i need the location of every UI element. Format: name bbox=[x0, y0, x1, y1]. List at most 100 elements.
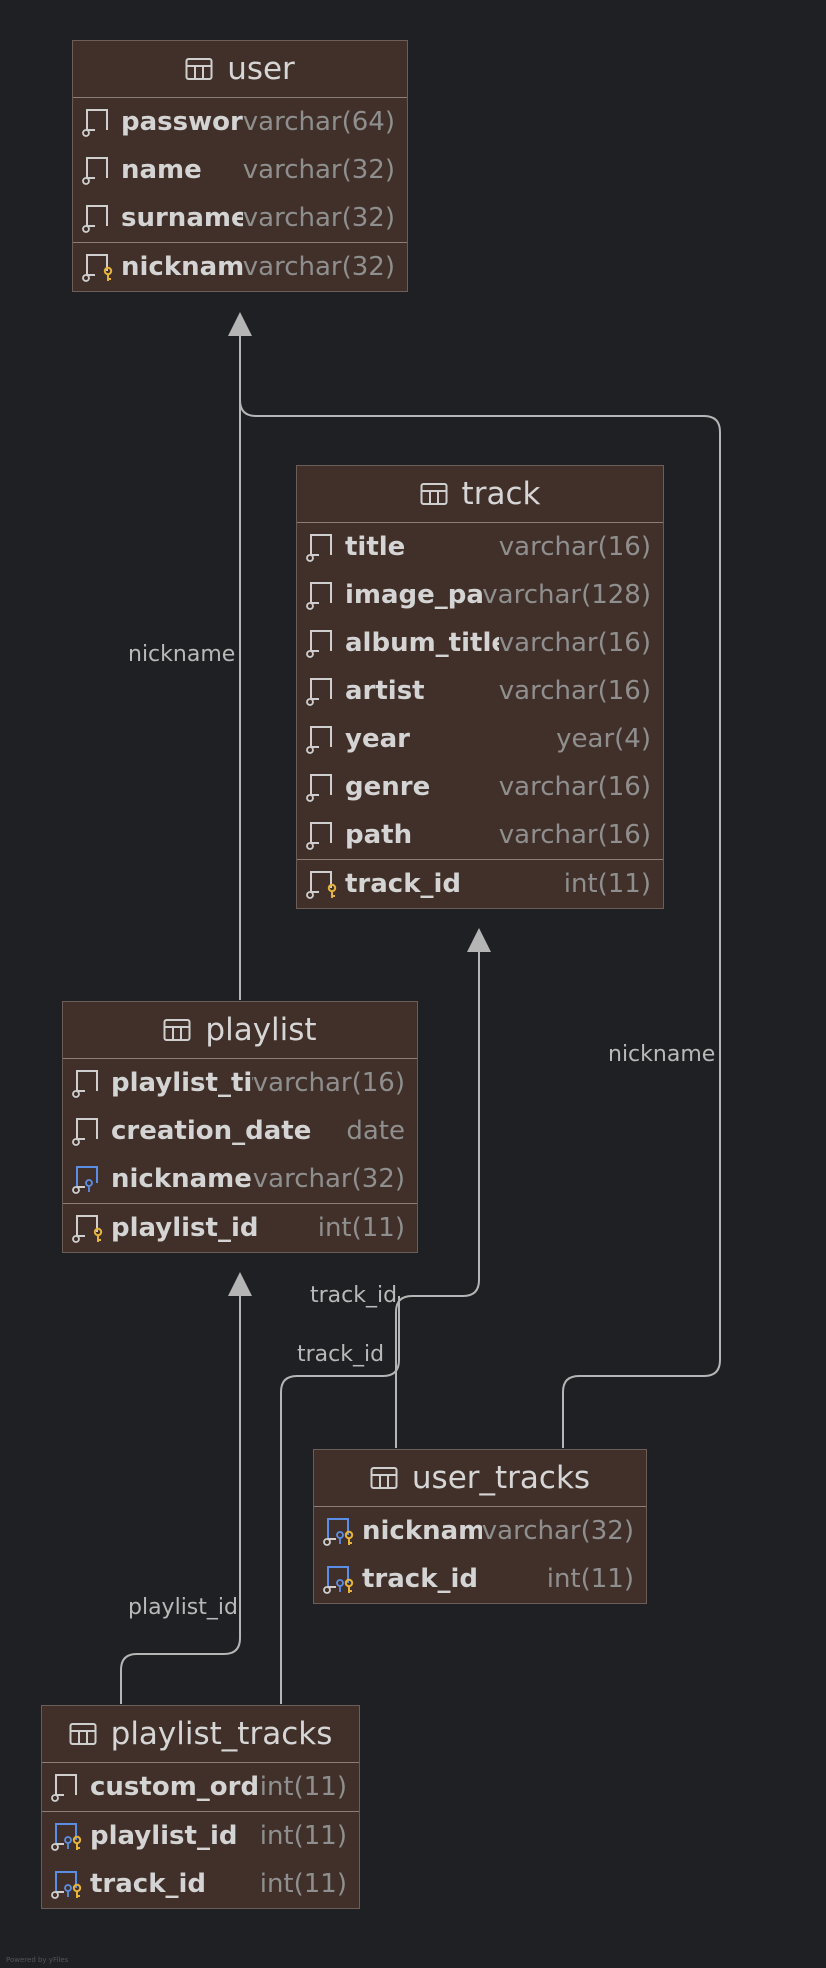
arrow-head-playlist bbox=[228, 1272, 252, 1296]
column-type: varchar(16) bbox=[498, 820, 651, 850]
primary-key-icon bbox=[81, 251, 115, 283]
column-type: int(11) bbox=[563, 869, 651, 899]
link-label-user-tracks-user: nickname bbox=[608, 1042, 716, 1067]
column-name: track_id bbox=[90, 1869, 207, 1899]
column-icon bbox=[71, 1067, 105, 1099]
column-type: date bbox=[346, 1116, 405, 1146]
column-icon bbox=[305, 675, 339, 707]
column-name: playlist_id bbox=[90, 1821, 238, 1851]
table-title: playlist_tracks bbox=[110, 1716, 333, 1752]
table-icon bbox=[420, 482, 448, 506]
column-type: int(11) bbox=[259, 1821, 347, 1851]
table-title: user_tracks bbox=[411, 1460, 591, 1496]
column-icon bbox=[305, 579, 339, 611]
column-icon bbox=[81, 106, 115, 138]
column-type: varchar(32) bbox=[242, 252, 395, 282]
column-name: playlist_id bbox=[111, 1213, 259, 1243]
watermark: Powered by yFiles bbox=[6, 1956, 69, 1964]
column-type: varchar(32) bbox=[481, 1516, 634, 1546]
link-label-playlist-user: nickname bbox=[128, 642, 236, 667]
column-type: int(11) bbox=[546, 1564, 634, 1594]
table-icon bbox=[185, 57, 213, 81]
column-row[interactable]: playlist_id int(11) bbox=[42, 1811, 359, 1860]
column-icon bbox=[305, 819, 339, 851]
column-name: artist bbox=[345, 676, 425, 706]
column-type: varchar(128) bbox=[482, 580, 651, 610]
column-icon bbox=[305, 723, 339, 755]
column-row[interactable]: track_id int(11) bbox=[297, 859, 663, 908]
column-name: title bbox=[345, 532, 406, 562]
link-playlist-tracks-track bbox=[280, 1296, 400, 1704]
link-label-playlist-tracks-playlist: playlist_id bbox=[128, 1595, 238, 1620]
column-icon bbox=[305, 771, 339, 803]
primary-foreign-key-icon bbox=[50, 1820, 84, 1852]
column-icon bbox=[81, 202, 115, 234]
column-type: varchar(64) bbox=[242, 107, 395, 137]
column-name: surname bbox=[121, 203, 249, 233]
link-label-user-tracks-track: track_id bbox=[310, 1283, 398, 1308]
column-type: int(11) bbox=[317, 1213, 405, 1243]
link-user-tracks-track bbox=[395, 950, 480, 1448]
column-icon bbox=[305, 531, 339, 563]
column-type: year(4) bbox=[556, 724, 651, 754]
column-name: nickname bbox=[111, 1164, 252, 1194]
column-name: creation_date bbox=[111, 1116, 312, 1146]
link-playlist-tracks-playlist bbox=[120, 1276, 241, 1704]
column-row[interactable]: year year(4) bbox=[297, 715, 663, 763]
primary-key-icon bbox=[71, 1212, 105, 1244]
foreign-key-icon bbox=[71, 1163, 105, 1195]
column-type: varchar(32) bbox=[242, 155, 395, 185]
column-type: int(11) bbox=[259, 1772, 347, 1802]
column-type: varchar(16) bbox=[498, 676, 651, 706]
table-header[interactable]: track bbox=[297, 466, 663, 523]
column-name: password bbox=[121, 107, 262, 137]
column-type: varchar(16) bbox=[498, 628, 651, 658]
table-header[interactable]: user_tracks bbox=[314, 1450, 646, 1507]
column-row[interactable]: name varchar(32) bbox=[73, 146, 407, 194]
column-name: nickname bbox=[121, 252, 262, 282]
table-header[interactable]: user bbox=[73, 41, 407, 98]
column-name: year bbox=[345, 724, 410, 754]
table-header[interactable]: playlist_tracks bbox=[42, 1706, 359, 1763]
table-header[interactable]: playlist bbox=[63, 1002, 417, 1059]
column-name: track_id bbox=[345, 869, 462, 899]
link-user-tracks-user bbox=[239, 399, 721, 1448]
column-row[interactable]: artist varchar(16) bbox=[297, 667, 663, 715]
column-row[interactable]: creation_date date bbox=[63, 1107, 417, 1155]
table-title: track bbox=[461, 476, 541, 512]
column-icon bbox=[305, 627, 339, 659]
table-icon bbox=[69, 1722, 97, 1746]
column-type: varchar(32) bbox=[242, 203, 395, 233]
column-icon bbox=[71, 1115, 105, 1147]
column-name: genre bbox=[345, 772, 431, 802]
table-icon bbox=[370, 1466, 398, 1490]
column-row[interactable]: playlist_id int(11) bbox=[63, 1203, 417, 1252]
link-label-playlist-tracks-track: track_id bbox=[297, 1342, 385, 1367]
column-type: varchar(32) bbox=[252, 1164, 405, 1194]
primary-foreign-key-icon bbox=[322, 1563, 356, 1595]
table-title: user bbox=[227, 51, 295, 87]
column-name: name bbox=[121, 155, 202, 185]
column-icon bbox=[81, 154, 115, 186]
primary-foreign-key-icon bbox=[322, 1515, 356, 1547]
